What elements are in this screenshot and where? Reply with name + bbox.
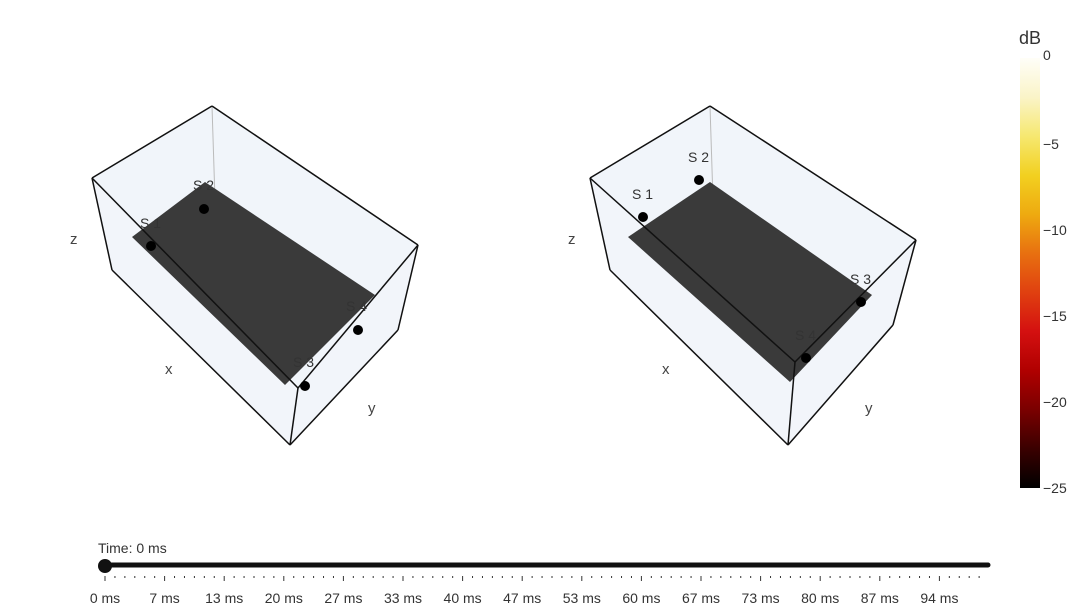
room-plane: [132, 182, 375, 385]
box-edge: [794, 239, 917, 363]
source-point[interactable]: [199, 204, 209, 214]
box-edge: [709, 105, 917, 241]
slider-step-label[interactable]: 73 ms: [742, 590, 780, 606]
slider-step-label[interactable]: 20 ms: [265, 590, 303, 606]
source-point[interactable]: [694, 175, 704, 185]
box-edge: [289, 387, 299, 446]
colorbar-gradient: [1020, 58, 1040, 488]
slider-step-label[interactable]: 53 ms: [563, 590, 601, 606]
source-point[interactable]: [638, 212, 648, 222]
box-edge: [397, 244, 419, 331]
slider-step-label[interactable]: 87 ms: [861, 590, 899, 606]
box-edge: [211, 105, 419, 246]
box-edge: [91, 105, 213, 179]
box-edge-hidden: [211, 105, 216, 201]
source-label: S 2: [688, 149, 709, 165]
box-edge: [289, 329, 399, 446]
axis-label-x: x: [662, 361, 670, 378]
slider-step-label[interactable]: 94 ms: [920, 590, 958, 606]
source-label: S 3: [850, 271, 871, 287]
box-edge: [609, 269, 789, 446]
colorbar-tick-label: −15: [1043, 308, 1067, 324]
scene-wall: [290, 245, 418, 445]
slider-step-label[interactable]: 47 ms: [503, 590, 541, 606]
colorbar-tick-label: 0: [1043, 47, 1051, 63]
box-edge: [111, 269, 291, 446]
box-edge: [787, 324, 894, 446]
colorbar-tick-label: −10: [1043, 222, 1067, 238]
source-label: S 1: [632, 186, 653, 202]
slider-step-label[interactable]: 33 ms: [384, 590, 422, 606]
slider-step-label[interactable]: 13 ms: [205, 590, 243, 606]
source-label: S 2: [193, 177, 214, 193]
colorbar-tick-label: −5: [1043, 136, 1059, 152]
colorbar-tick-label: −25: [1043, 480, 1067, 496]
scene-left[interactable]: S 1 S 2 S 3 S 4 z x y: [70, 105, 419, 446]
axis-label-z: z: [568, 231, 576, 248]
source-point[interactable]: [801, 353, 811, 363]
axis-label-y: y: [368, 400, 376, 417]
slider-step-label[interactable]: 40 ms: [444, 590, 482, 606]
slider-current-label: Time: 0 ms: [98, 540, 167, 556]
source-label: S 3: [293, 354, 314, 370]
colorbar: dB 0 −5 −10 −15 −20 −25: [1019, 28, 1067, 496]
colorbar-tick-label: −20: [1043, 394, 1067, 410]
source-label: S 1: [140, 215, 161, 231]
source-point[interactable]: [856, 297, 866, 307]
axis-label-x: x: [165, 361, 173, 378]
slider-step-label[interactable]: 0 ms: [90, 590, 120, 606]
box-edge: [589, 177, 611, 271]
box-edge: [892, 239, 917, 326]
source-point[interactable]: [300, 381, 310, 391]
slider-step-label[interactable]: 80 ms: [801, 590, 839, 606]
source-label: S 4: [795, 327, 816, 343]
source-label: S 4: [346, 298, 367, 314]
slider-handle[interactable]: [98, 559, 112, 573]
box-edge: [297, 244, 419, 389]
box-edge: [589, 105, 711, 179]
slider-step-label[interactable]: 27 ms: [324, 590, 362, 606]
box-edge: [787, 361, 796, 446]
box-edge: [91, 177, 113, 271]
colorbar-title: dB: [1019, 28, 1041, 48]
slider-step-label[interactable]: 60 ms: [622, 590, 660, 606]
scene-wall: [788, 240, 916, 445]
axis-label-z: z: [70, 231, 78, 248]
box-edge: [91, 177, 299, 389]
box-edge: [589, 177, 796, 363]
scene-right[interactable]: S 1 S 2 S 3 S 4 z x y: [568, 105, 917, 446]
axis-label-y: y: [865, 400, 873, 417]
slider-step-label[interactable]: 67 ms: [682, 590, 720, 606]
source-point[interactable]: [353, 325, 363, 335]
time-slider[interactable]: Time: 0 ms 0 ms 7 ms 13 ms 20 ms 27 ms 33 ms 4…: [90, 540, 991, 606]
slider-step-label[interactable]: 7 ms: [149, 590, 179, 606]
room-plane: [628, 182, 872, 382]
source-point[interactable]: [146, 241, 156, 251]
